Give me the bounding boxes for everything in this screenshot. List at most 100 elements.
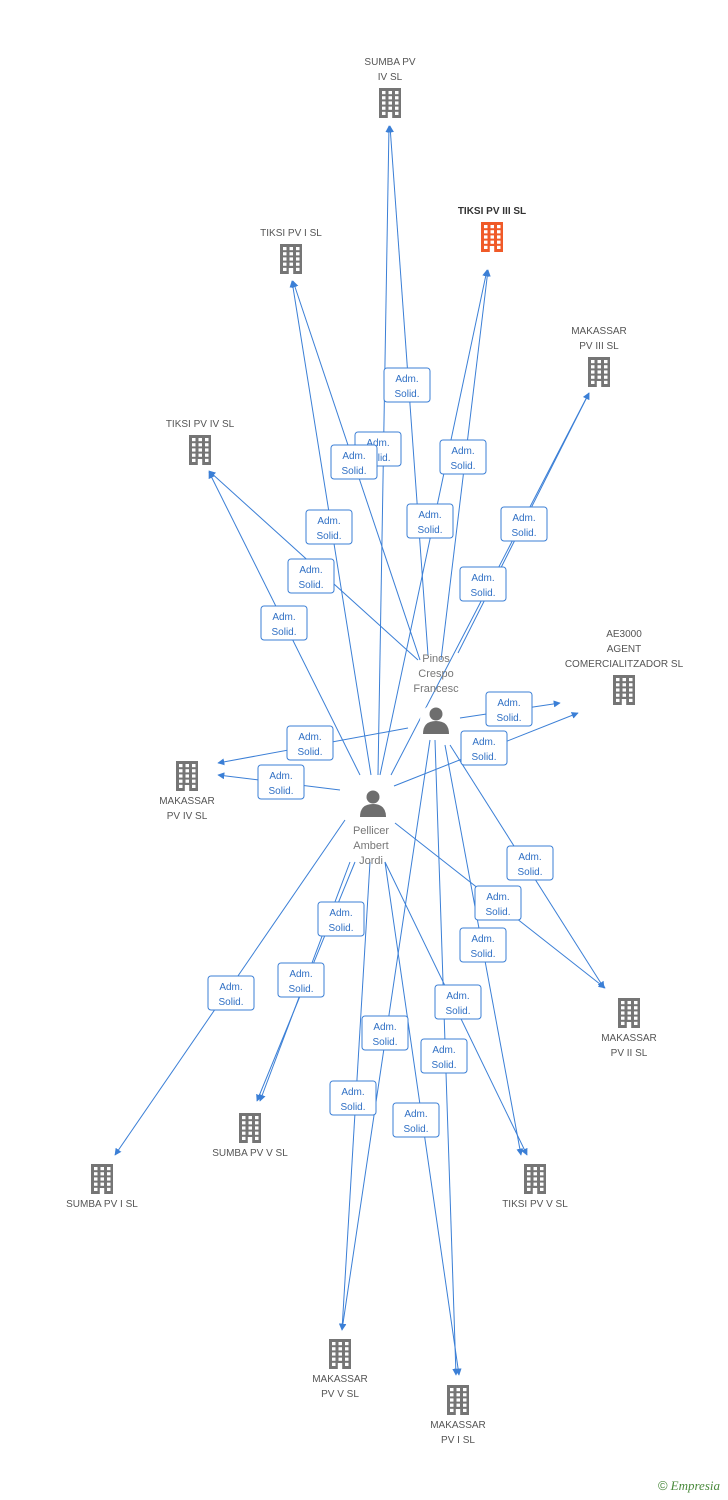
- building-window: [627, 1016, 631, 1020]
- building-window: [634, 1011, 638, 1015]
- company-node-tiksi5[interactable]: TIKSI PV V SL: [502, 1164, 568, 1210]
- building-window: [192, 779, 196, 783]
- building-door: [621, 699, 627, 705]
- building-window: [597, 365, 601, 369]
- edge-label-pellicer-tiksi5[interactable]: Adm.Solid.: [434, 984, 482, 1020]
- building-window: [248, 1131, 252, 1135]
- edge-label-text: Solid.: [218, 997, 243, 1008]
- company-node-sumba4[interactable]: SUMBA PV IV SL: [364, 57, 416, 118]
- edge-label-box: [317, 901, 365, 937]
- building-window: [100, 1177, 104, 1181]
- company-node-tiksi4[interactable]: TIKSI PV IV SL: [166, 419, 235, 465]
- building-window: [388, 96, 392, 100]
- edge-label-pinos-makassar3[interactable]: Adm.Solid.: [500, 506, 548, 542]
- building-window: [338, 1342, 342, 1346]
- building-window: [627, 1011, 631, 1015]
- company-label: TIKSI PV I SL: [260, 228, 322, 239]
- building-window: [107, 1167, 111, 1171]
- edge-label-pellicer-ae3000[interactable]: Adm.Solid.: [460, 730, 508, 766]
- company-node-tiksi1[interactable]: TIKSI PV I SL: [260, 228, 322, 274]
- edge-label-box: [257, 764, 305, 800]
- building-door: [455, 1409, 461, 1415]
- edge-label-pinos-makassar2[interactable]: Adm.Solid.: [506, 845, 554, 881]
- building-window: [205, 448, 209, 452]
- building-window: [533, 1172, 537, 1176]
- edge-label-box: [361, 1015, 409, 1051]
- edge-label-pellicer-makassar5[interactable]: Adm.Solid.: [329, 1080, 377, 1116]
- building-window: [289, 262, 293, 266]
- edge-label-pellicer-sumba5[interactable]: Adm.Solid.: [277, 962, 325, 998]
- building-window: [629, 688, 633, 692]
- edge-label-pinos-makassar5[interactable]: Adm.Solid.: [361, 1015, 409, 1051]
- building-door: [184, 785, 190, 791]
- building-window: [627, 1001, 631, 1005]
- edge-label-pinos-tiksi4[interactable]: Adm.Solid.: [287, 558, 335, 594]
- building-window: [255, 1116, 259, 1120]
- edge-label-pinos-tiksi1[interactable]: Adm.Solid.: [305, 509, 353, 545]
- building-window: [622, 688, 626, 692]
- edge-label-pellicer-sumba5[interactable]: Adm.Solid.: [317, 901, 365, 937]
- building-window: [255, 1121, 259, 1125]
- edge-label-text: Solid.: [485, 907, 510, 918]
- building-window: [540, 1172, 544, 1176]
- building-window: [456, 1398, 460, 1402]
- company-label: IV SL: [378, 72, 403, 83]
- company-label: MAKASSAR: [571, 326, 627, 337]
- building-window: [527, 1172, 531, 1176]
- company-node-sumba5[interactable]: SUMBA PV V SL: [212, 1113, 288, 1159]
- edge-label-pellicer-makassar2[interactable]: Adm. Solid.: [474, 885, 522, 921]
- building-window: [634, 1001, 638, 1005]
- building-window: [332, 1342, 336, 1346]
- building-window: [540, 1182, 544, 1186]
- building-door: [337, 1363, 343, 1369]
- edge-label-pellicer-makassar3[interactable]: Adm.Solid.: [459, 566, 507, 602]
- building-door: [288, 268, 294, 274]
- building-window: [382, 91, 386, 95]
- edge-label-pellicer-sumba4[interactable]: Adm.Solid.: [383, 367, 431, 403]
- building-window: [540, 1187, 544, 1191]
- building-window: [490, 240, 494, 244]
- company-node-sumba1[interactable]: SUMBA PV I SL: [66, 1164, 138, 1210]
- edge-label-pellicer-tiksi1[interactable]: Adm.Solid.: [330, 444, 378, 480]
- person-head: [429, 707, 443, 721]
- edge-label-pellicer-makassar4[interactable]: Adm.Solid.: [257, 764, 305, 800]
- building-window: [192, 448, 196, 452]
- building-window: [629, 698, 633, 702]
- edge-label-text: Adm.: [451, 446, 474, 457]
- edge-label-pinos-tiksi5[interactable]: Adm.Solid.: [459, 927, 507, 963]
- brand-name: Empresia: [670, 1478, 720, 1493]
- building-window: [591, 370, 595, 374]
- building-icon: [176, 761, 198, 791]
- building-icon: [280, 244, 302, 274]
- building-window: [185, 779, 189, 783]
- company-node-tiksi3[interactable]: TIKSI PV III SL: [458, 206, 526, 252]
- edge-label-pellicer-tiksi4[interactable]: Adm.Solid.: [260, 605, 308, 641]
- edge-label-text: Adm.: [299, 565, 322, 576]
- edge-label-pellicer-tiksi3[interactable]: Adm.Solid.: [406, 503, 454, 539]
- edge-label-pellicer-makassar1[interactable]: Adm.Solid.: [392, 1102, 440, 1138]
- building-window: [395, 106, 399, 110]
- building-window: [533, 1177, 537, 1181]
- edge-label-text: Adm.: [366, 438, 389, 449]
- building-window: [497, 245, 501, 249]
- edge-label-pinos-tiksi3[interactable]: Adm.Solid.: [439, 439, 487, 475]
- edge-label-pellicer-sumba1[interactable]: Adm.Solid.: [207, 975, 255, 1011]
- edge-label-text: Solid.: [403, 1124, 428, 1135]
- edge-label-box: [500, 506, 548, 542]
- building-window: [255, 1131, 259, 1135]
- edge-label-pinos-ae3000[interactable]: Adm.Solid.: [485, 691, 533, 727]
- edge-label-pinos-makassar1[interactable]: Adm.Solid.: [420, 1038, 468, 1074]
- edge-label-pinos-makassar4[interactable]: Adm.Solid.: [286, 725, 334, 761]
- company-label: SUMBA PV: [364, 57, 415, 68]
- brand-watermark[interactable]: ©Empresia: [658, 1478, 720, 1494]
- building-window: [484, 235, 488, 239]
- edge-label-text: Adm.: [486, 892, 509, 903]
